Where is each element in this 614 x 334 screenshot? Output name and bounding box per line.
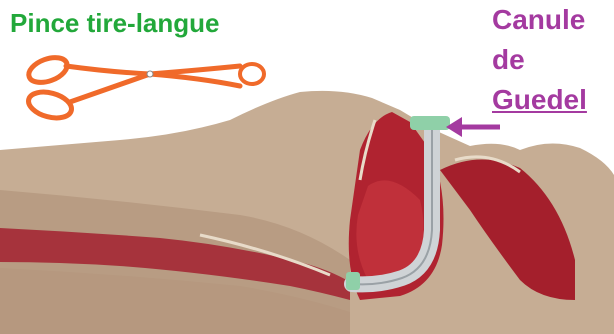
label-canule-line-3: Guedel — [492, 84, 587, 116]
label-pince-text: Pince tire-langue — [10, 8, 220, 38]
tongue-forceps-icon — [25, 53, 264, 122]
label-canule-de-guedel: Canule de Guedel — [492, 4, 587, 124]
label-canule-line-1: Canule — [492, 4, 587, 36]
label-pince-tire-langue: Pince tire-langue — [10, 8, 220, 38]
label-canule-line-2: de — [492, 44, 587, 76]
